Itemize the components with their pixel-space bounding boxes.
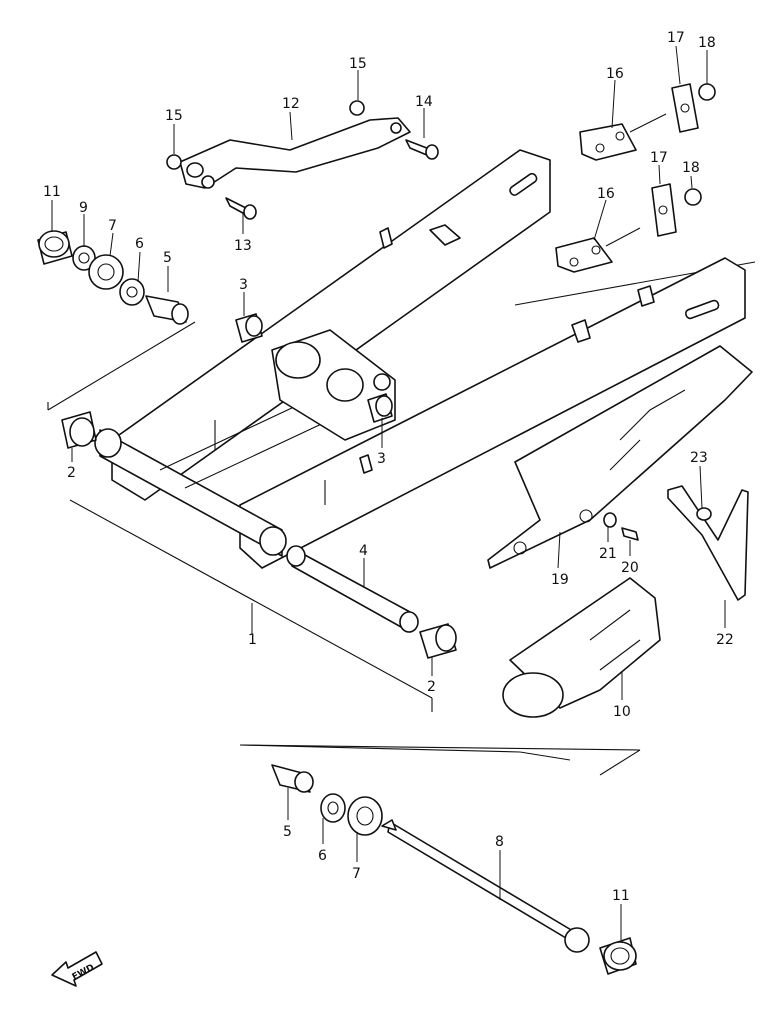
collar-lower [367, 393, 393, 423]
callout-17: 17 [650, 150, 668, 166]
axle-8 [381, 819, 590, 953]
callout-7: 7 [352, 866, 361, 882]
callout-2: 2 [67, 465, 76, 481]
chain-guard [487, 345, 753, 569]
callout-14: 14 [415, 94, 433, 110]
callout-5: 5 [283, 824, 292, 840]
fwd-arrow-icon: FWD [51, 951, 103, 987]
callout-16: 16 [606, 66, 624, 82]
callout-15: 15 [349, 56, 367, 72]
callout-6: 6 [135, 236, 144, 252]
nut-cap-left [37, 230, 73, 265]
callout-22: 22 [716, 632, 734, 648]
washer-21 [603, 512, 617, 528]
callout-20: 20 [621, 560, 639, 576]
bushing-right [419, 623, 457, 659]
callout-12: 12 [282, 96, 300, 112]
nut-15-right [349, 100, 365, 116]
callout-labels: 1 2 2 3 3 4 5 5 6 6 7 7 8 9 10 11 11 12 … [43, 30, 734, 904]
callout-9: 9 [79, 200, 88, 216]
callout-21: 21 [599, 546, 617, 562]
nut-cap-right [599, 937, 637, 975]
callout-7: 7 [108, 218, 117, 234]
leader-lines [51, 45, 726, 940]
washer-6-upper [119, 278, 145, 306]
callout-10: 10 [613, 704, 631, 720]
bolt-14 [405, 139, 439, 160]
callout-6: 6 [318, 848, 327, 864]
spacer-7-lower [347, 796, 383, 836]
swingarm [94, 149, 746, 569]
callout-23: 23 [690, 450, 708, 466]
callout-1: 1 [248, 632, 257, 648]
nut-9 [72, 245, 96, 271]
nut-18-upper [698, 83, 716, 101]
callout-5: 5 [163, 250, 172, 266]
chain-adjuster-lower [555, 227, 641, 273]
callout-15: 15 [165, 108, 183, 124]
bushing-left [61, 411, 97, 449]
nut-15-left [166, 154, 182, 170]
torque-rod [179, 117, 411, 189]
washer-6-lower [320, 793, 346, 823]
chain-buffer [502, 577, 661, 718]
pivot-tube [286, 545, 419, 633]
bolt-13 [225, 197, 257, 220]
callout-18: 18 [698, 35, 716, 51]
callout-4: 4 [359, 543, 368, 559]
callout-8: 8 [495, 834, 504, 850]
callout-11: 11 [43, 184, 61, 200]
spacer-5-lower [271, 764, 314, 793]
callout-13: 13 [234, 238, 252, 254]
adjuster-plate-lower [651, 183, 677, 237]
bolt-20 [621, 527, 639, 541]
bolt-23 [696, 507, 712, 521]
callout-17: 17 [667, 30, 685, 46]
nut-18-lower [684, 188, 702, 206]
spacer-7-upper [88, 254, 124, 290]
callout-18: 18 [682, 160, 700, 176]
callout-11: 11 [612, 888, 630, 904]
callout-19: 19 [551, 572, 569, 588]
bracket-22 [667, 485, 749, 601]
callout-3: 3 [239, 277, 248, 293]
group-boundary-lines [47, 261, 756, 776]
spacer-5-upper [145, 295, 189, 325]
chain-adjuster-upper [579, 113, 667, 161]
collar-upper [235, 313, 263, 343]
callout-16: 16 [597, 186, 615, 202]
callout-2: 2 [427, 679, 436, 695]
adjuster-plate-upper [671, 83, 699, 133]
callout-3: 3 [377, 451, 386, 467]
